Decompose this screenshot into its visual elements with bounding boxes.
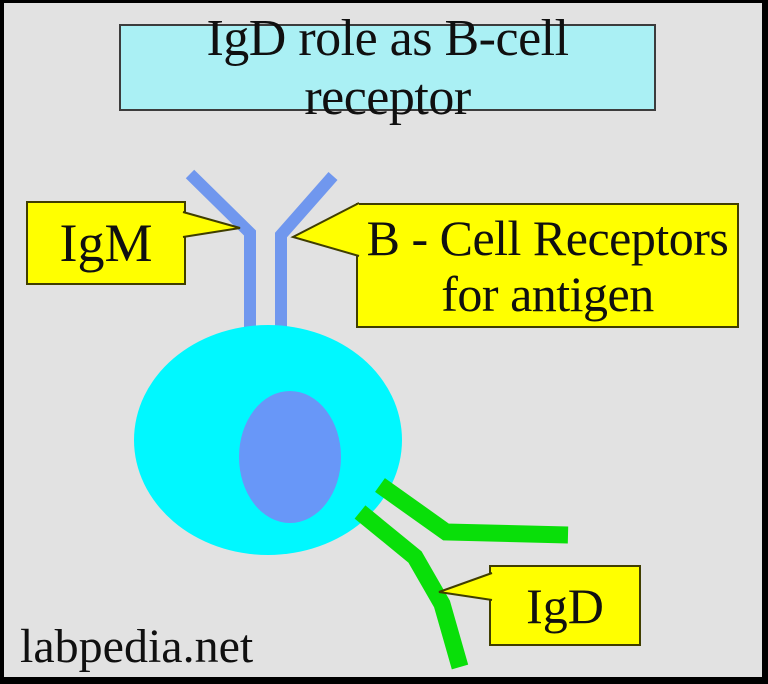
bcr-callout-pointer [290, 202, 360, 257]
igd-receptor-upper-chain [375, 478, 569, 544]
igm-callout-box: IgM [26, 201, 186, 285]
b-cell-body [134, 325, 402, 555]
igd-label: IgD [526, 577, 604, 634]
b-cell-nucleus [239, 391, 341, 523]
igd-callout-pointer [438, 572, 493, 601]
igd-callout-box: IgD [489, 565, 641, 646]
bcr-label-line1: B - Cell Receptors [366, 209, 729, 266]
watermark: labpedia.net [20, 620, 254, 673]
title-box: IgD role as B-cell receptor [119, 10, 656, 126]
bcr-callout-box: B - Cell Receptors for antigen [356, 203, 739, 328]
igm-label: IgM [59, 213, 153, 273]
bcr-label-line2: for antigen [441, 265, 654, 322]
igm-receptor-right-chain [275, 172, 338, 339]
igm-receptor-left-chain [185, 169, 256, 339]
igm-callout-pointer [182, 211, 241, 238]
diagram-title: IgD role as B-cell receptor [206, 9, 569, 126]
igd-receptor-lower-chain [354, 505, 469, 670]
